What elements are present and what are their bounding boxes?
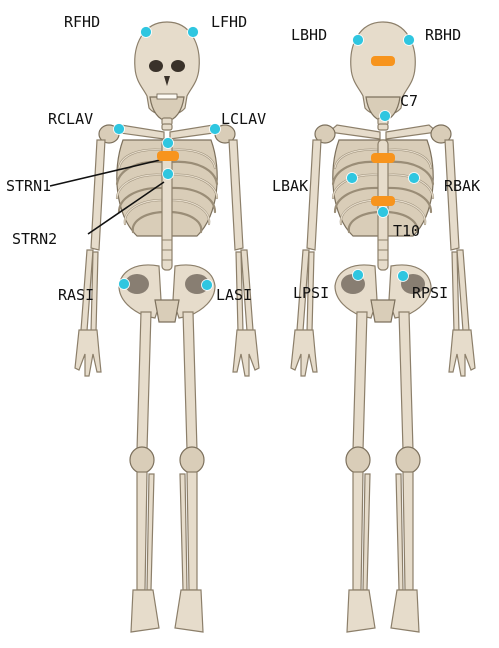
label-rbhd: RBHD (425, 26, 461, 44)
label-rasi: RASI (58, 286, 94, 304)
marker-rasi (119, 279, 130, 290)
label-rfhd: RFHD (64, 13, 100, 31)
label-t10: T10 (393, 222, 420, 240)
marker-lpsi (353, 270, 364, 281)
marker-rbhd (404, 35, 415, 46)
label-lbhd: LBHD (291, 26, 327, 44)
marker-rfhd (141, 27, 152, 38)
marker-lbhd (353, 35, 364, 46)
marker-c7 (380, 111, 391, 122)
marker-rpsi (398, 271, 409, 282)
marker-strn1 (163, 138, 174, 149)
marker-lbak (347, 173, 358, 184)
marker-lasi (202, 280, 213, 291)
label-lasi: LASI (216, 286, 252, 304)
label-rclav: RCLAV (48, 110, 93, 128)
upper-back-cluster-plate (371, 153, 395, 163)
marker-rbak (409, 173, 420, 184)
sternum-cluster-plate (157, 151, 179, 161)
marker-rclav (114, 124, 125, 135)
head-cluster-plate (371, 56, 395, 66)
marker-t10 (378, 207, 389, 218)
marker-strn2 (163, 169, 174, 180)
lower-back-cluster-plate (371, 196, 395, 206)
marker-lfhd (188, 27, 199, 38)
label-strn1: STRN1 (6, 177, 51, 195)
label-lfhd: LFHD (211, 13, 247, 31)
label-lbak: LBAK (272, 177, 308, 195)
label-rbak: RBAK (444, 177, 480, 195)
marker-lclav (210, 124, 221, 135)
label-rpsi: RPSI (412, 284, 448, 302)
label-lclav: LCLAV (221, 110, 266, 128)
eye-socket (149, 60, 163, 72)
eye-socket (171, 60, 185, 72)
label-c7: C7 (400, 92, 418, 110)
label-strn2: STRN2 (12, 230, 57, 248)
label-lpsi: LPSI (293, 284, 329, 302)
